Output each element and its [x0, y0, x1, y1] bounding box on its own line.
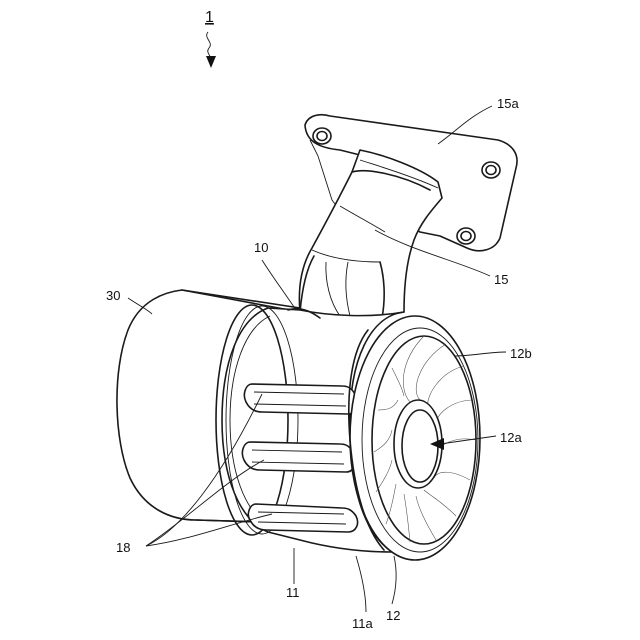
label-11a: 11a [352, 616, 373, 631]
label-30: 30 [106, 288, 120, 303]
label-18: 18 [116, 540, 130, 555]
label-12a: 12a [500, 430, 522, 445]
label-15a: 15a [497, 96, 519, 111]
arm-15 [299, 150, 442, 319]
label-12b: 12b [510, 346, 532, 361]
label-10: 10 [254, 240, 268, 255]
figure-arrow [207, 32, 211, 60]
cap-12 [349, 316, 480, 560]
figure-arrowhead [206, 56, 216, 68]
label-15: 15 [494, 272, 508, 287]
figure-number: 1 [205, 9, 214, 26]
label-12: 12 [386, 608, 400, 623]
slots-18 [242, 384, 357, 532]
label-11: 11 [286, 585, 300, 600]
